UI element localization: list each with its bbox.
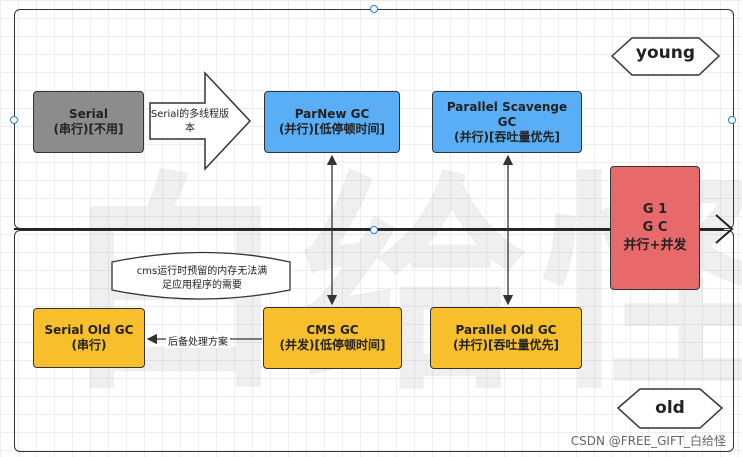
g1-desc: 并行+并发 bbox=[623, 238, 687, 253]
cms-note-banner bbox=[111, 251, 291, 300]
g1-box[interactable]: G 1 G C 并行+并发 bbox=[610, 166, 700, 290]
cms-note-text: cms运行时预留的内存无法满 足应用程序的需要 bbox=[116, 265, 288, 293]
parallel-scavenge-desc: (并行)[吞吐量优先] bbox=[454, 129, 560, 144]
serial-arrow-label-line1: Serial的多线程版 bbox=[150, 109, 230, 120]
serial-old-box[interactable]: Serial Old GC (串行) bbox=[33, 308, 145, 368]
serial-arrow-label-line2: 本 bbox=[185, 123, 195, 134]
old-label: old bbox=[655, 398, 685, 418]
old-diamond bbox=[616, 388, 724, 429]
cms-desc: (并发)[低停顿时间] bbox=[279, 338, 386, 352]
parnew-desc: (并行)[低停顿时间] bbox=[279, 122, 385, 136]
footer-credit: CSDN @FREE_GIFT_白给怪 bbox=[570, 434, 726, 448]
selection-handle-top[interactable] bbox=[370, 5, 378, 13]
serial-arrow-label: Serial的多线程版 本 bbox=[150, 108, 230, 136]
divider-arrowhead bbox=[715, 214, 734, 244]
parallel-old-desc: (并行)[吞吐量优先] bbox=[453, 338, 559, 352]
backup-label: 后备处理方案 bbox=[166, 333, 230, 348]
parallel-old-box[interactable]: Parallel Old GC (并行)[吞吐量优先] bbox=[430, 307, 582, 369]
serial-title: Serial bbox=[68, 107, 109, 121]
serial-desc: (串行)[不用] bbox=[53, 122, 124, 136]
parallel-scavenge-box[interactable]: Parallel Scavenge GC (并行)[吞吐量优先] bbox=[432, 91, 582, 153]
cms-note-line2: 足应用程序的需要 bbox=[162, 280, 242, 291]
parnew-title: ParNew GC bbox=[294, 107, 370, 121]
serial-old-title: Serial Old GC bbox=[44, 323, 134, 337]
selection-handle-bottom[interactable] bbox=[370, 226, 378, 234]
selection-handle-right[interactable] bbox=[728, 116, 736, 124]
selection-handle-left[interactable] bbox=[10, 116, 18, 124]
parallel-scavenge-title: Parallel Scavenge bbox=[446, 99, 568, 114]
g1-title: G 1 bbox=[642, 202, 668, 217]
g1-title-2: G C bbox=[642, 220, 668, 235]
cms-note-line1: cms运行时预留的内存无法满 bbox=[136, 266, 268, 277]
cms-box[interactable]: CMS GC (并发)[低停顿时间] bbox=[263, 307, 402, 369]
parallel-scavenge-title-2: GC bbox=[497, 114, 517, 129]
serial-to-parnew-arrow bbox=[149, 71, 252, 171]
parallel-old-title: Parallel Old GC bbox=[455, 323, 557, 337]
young-diamond bbox=[610, 37, 721, 76]
cms-title: CMS GC bbox=[306, 323, 359, 337]
serial-box[interactable]: Serial (串行)[不用] bbox=[33, 91, 144, 153]
young-label: young bbox=[635, 43, 696, 63]
parnew-box[interactable]: ParNew GC (并行)[低停顿时间] bbox=[264, 91, 400, 153]
serial-old-desc: (串行) bbox=[71, 338, 107, 352]
